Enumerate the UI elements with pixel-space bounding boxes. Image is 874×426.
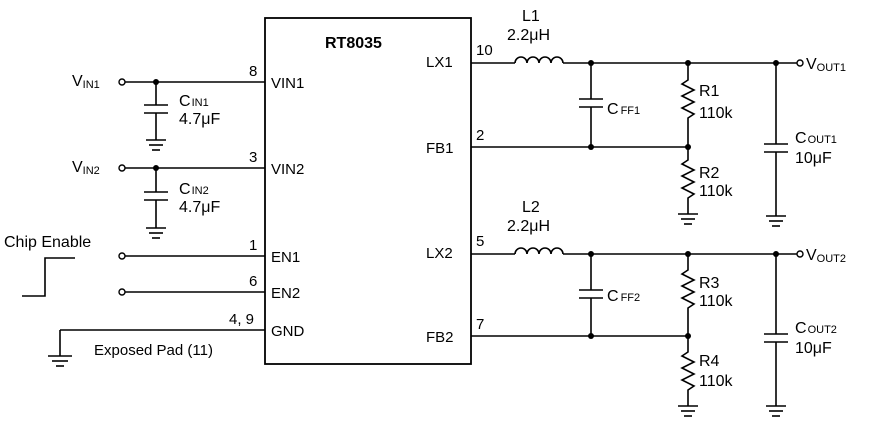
- cin1-value: 4.7μF: [179, 111, 220, 128]
- svg-text:COUT1: COUT1: [795, 130, 837, 147]
- ic-name: RT8035: [325, 35, 382, 52]
- pin-number: 8: [249, 63, 257, 80]
- vout1-terminal: VOUT1: [796, 56, 846, 74]
- resistor-r4: R4 110k: [678, 336, 734, 417]
- pin-number: 3: [249, 149, 257, 166]
- r3-name: R3: [699, 275, 720, 292]
- r1-value: 110k: [699, 105, 734, 122]
- r3-value: 110k: [699, 293, 734, 310]
- cin2-value: 4.7μF: [179, 199, 220, 216]
- resistor-r1: R1 110k: [680, 63, 734, 147]
- pin-name: FB1: [426, 140, 454, 157]
- pin-name: LX2: [426, 245, 453, 262]
- cout1-value: 10μF: [795, 150, 832, 167]
- pin-name: EN1: [271, 249, 300, 266]
- pin-number: 2: [476, 127, 484, 144]
- ic-body: [264, 17, 472, 365]
- pin-fb1: FB1 2: [426, 127, 484, 157]
- pin-lx1: LX1 10: [426, 42, 493, 71]
- en2-terminal: [118, 288, 126, 296]
- capacitor-cin2: CIN2 4.7μF: [144, 168, 220, 239]
- capacitor-cout1: COUT1 10μF: [764, 63, 837, 227]
- pin-vin2: 3 VIN2: [125, 149, 304, 178]
- svg-text:VOUT1: VOUT1: [806, 56, 846, 74]
- chip-enable-step-icon: [22, 257, 75, 297]
- vout2-terminal: VOUT2: [796, 247, 846, 265]
- ground-icon: [48, 330, 72, 367]
- en1-terminal: [118, 252, 126, 260]
- pin-number: 4, 9: [229, 311, 254, 328]
- vin1-terminal: VIN1: [72, 73, 126, 91]
- r1-name: R1: [699, 83, 720, 100]
- pin-name: EN2: [271, 285, 300, 302]
- l2-name: L2: [522, 199, 540, 216]
- chip-enable-label: Chip Enable: [4, 234, 91, 251]
- svg-text:CIN1: CIN1: [179, 93, 209, 110]
- inductor-l1: L1 2.2μH: [507, 8, 564, 64]
- pin-number: 5: [476, 233, 484, 250]
- pin-name: VIN2: [271, 161, 304, 178]
- pin-name: LX1: [426, 54, 453, 71]
- resistor-r2: R2 110k: [678, 147, 734, 225]
- resistor-r3: R3 110k: [680, 254, 734, 336]
- exposed-pad-label: Exposed Pad (11): [94, 342, 213, 359]
- l1-value: 2.2μH: [507, 27, 550, 44]
- pin-number: 1: [249, 237, 257, 254]
- pin-lx2: LX2 5: [426, 233, 484, 262]
- r2-value: 110k: [699, 183, 734, 200]
- pin-en1: 1 EN1: [125, 237, 300, 266]
- svg-text:VIN1: VIN1: [72, 73, 100, 91]
- junction-dot: [588, 333, 594, 339]
- vin2-terminal: VIN2: [72, 159, 126, 177]
- svg-text:COUT2: COUT2: [795, 320, 837, 337]
- capacitor-cout2: COUT2 10μF: [764, 254, 837, 417]
- svg-text:VIN2: VIN2: [72, 159, 100, 177]
- pin-number: 7: [476, 316, 484, 333]
- pin-number: 6: [249, 273, 257, 290]
- pin-fb2: FB2 7: [426, 316, 484, 346]
- svg-text:VOUT2: VOUT2: [806, 247, 846, 265]
- pin-name: GND: [271, 323, 305, 340]
- l1-name: L1: [522, 8, 540, 25]
- pin-en2: 6 EN2: [125, 273, 300, 302]
- cout2-value: 10μF: [795, 340, 832, 357]
- pin-name: VIN1: [271, 75, 304, 92]
- r4-name: R4: [699, 353, 720, 370]
- pin-vin1: 8 VIN1: [125, 63, 304, 92]
- inductor-l2: L2 2.2μH: [507, 199, 564, 255]
- pin-name: FB2: [426, 329, 454, 346]
- svg-text:CIN2: CIN2: [179, 181, 209, 198]
- l2-value: 2.2μH: [507, 218, 550, 235]
- capacitor-cin1: CIN1 4.7μF: [144, 82, 220, 151]
- r4-value: 110k: [699, 373, 734, 390]
- pin-gnd: 4, 9 GND: [60, 311, 305, 340]
- r2-name: R2: [699, 165, 720, 182]
- pin-number: 10: [476, 42, 493, 59]
- junction-dot: [588, 144, 594, 150]
